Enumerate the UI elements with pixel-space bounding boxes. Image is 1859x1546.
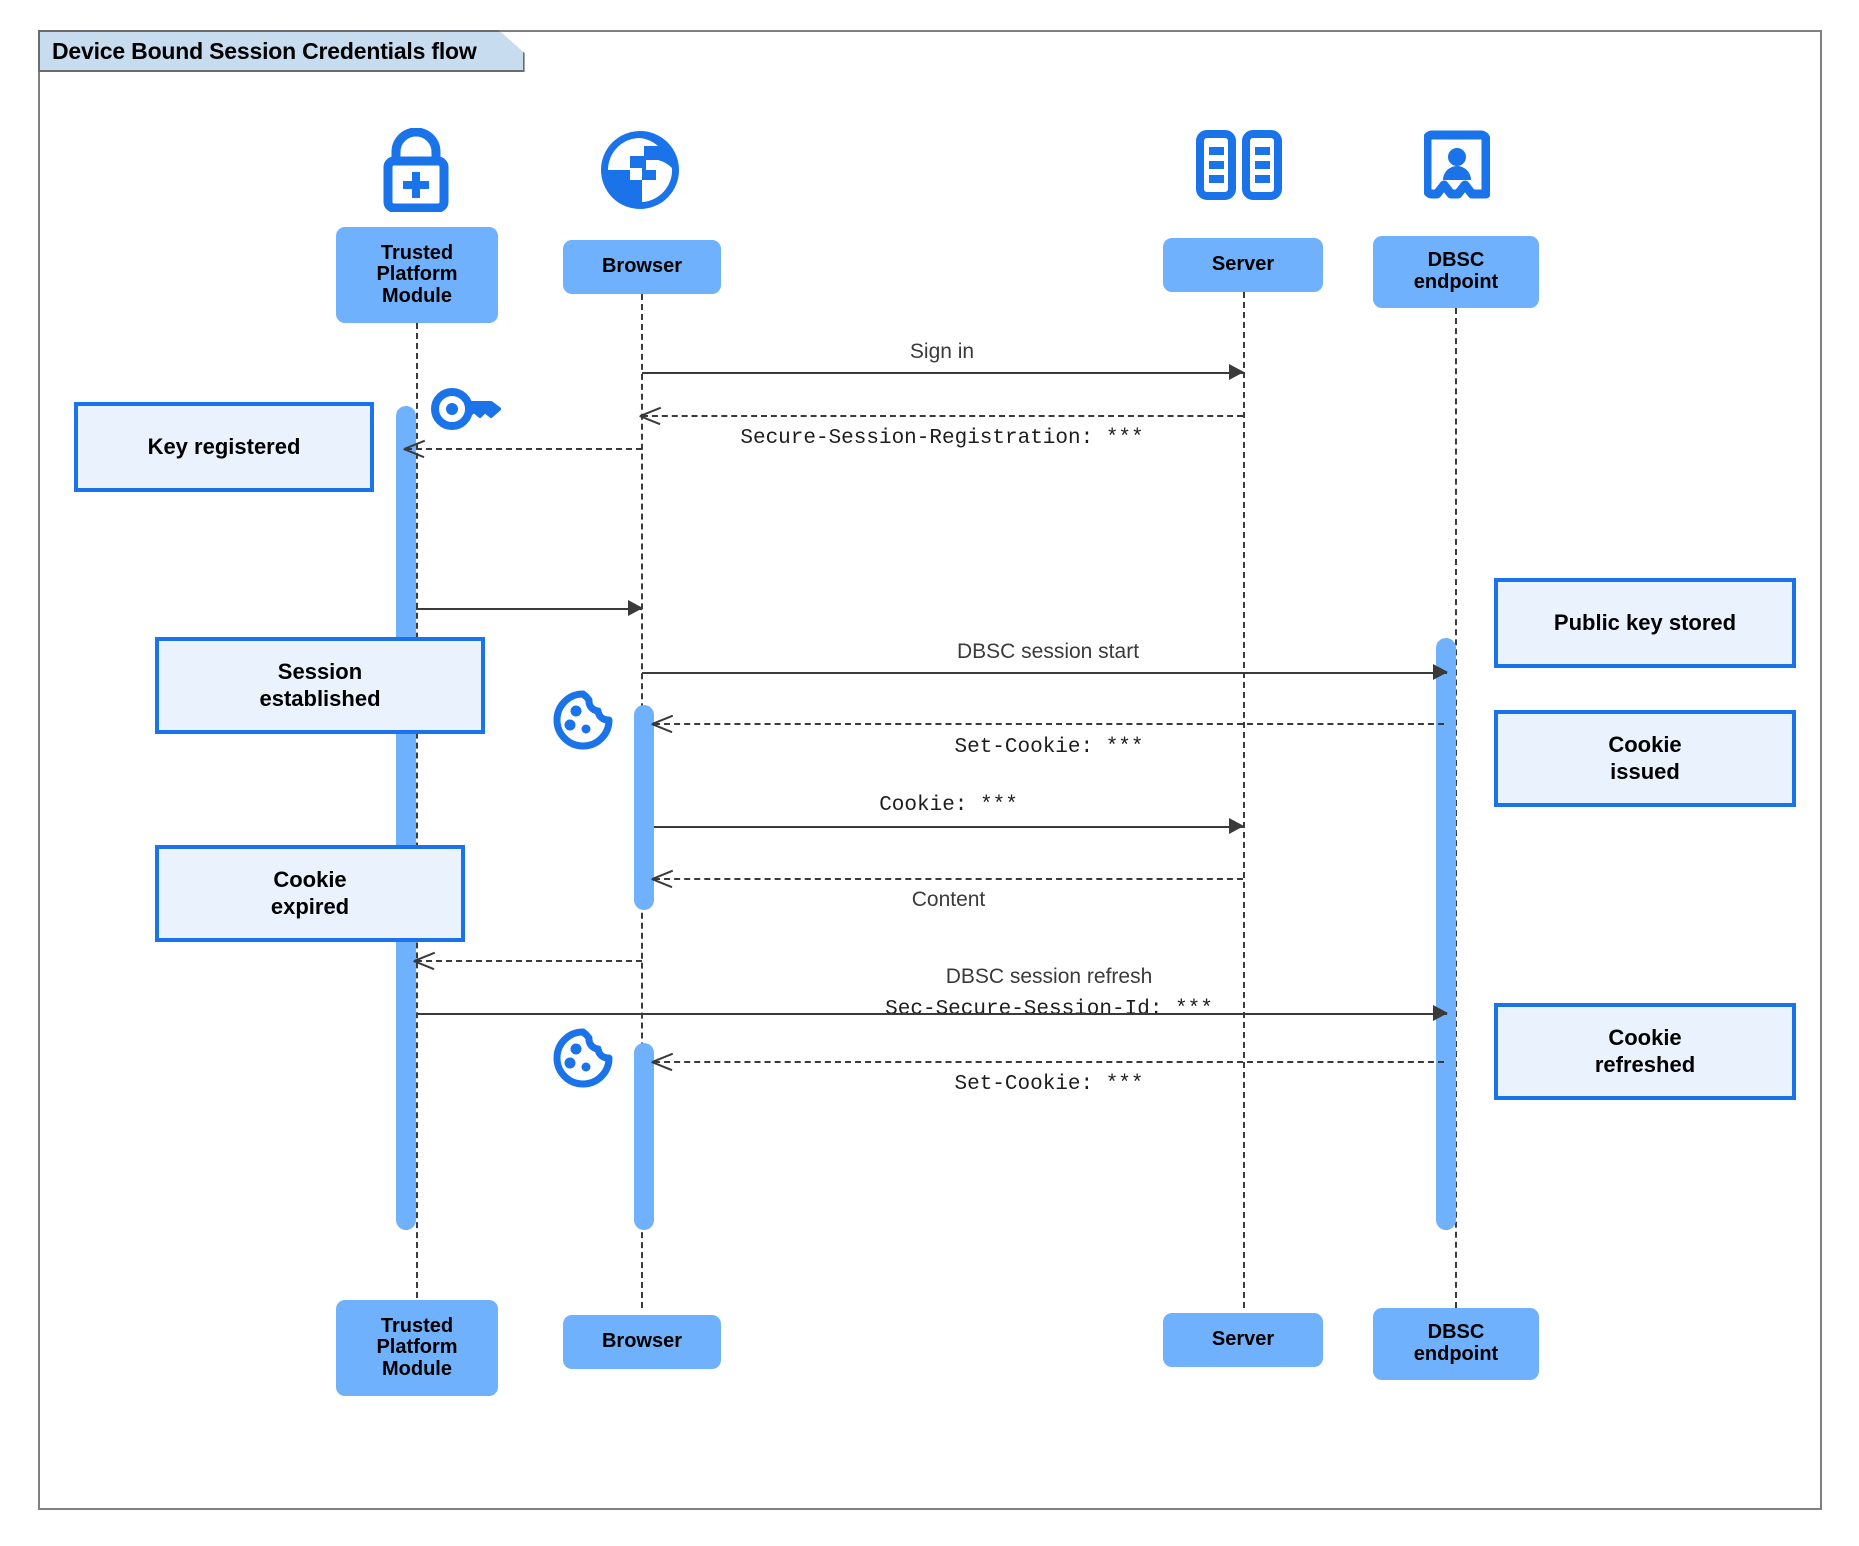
cookie-icon — [549, 688, 617, 757]
diagram-title-tab: Device Bound Session Credentials flow — [38, 30, 525, 72]
note-key-registered-text: Key registered — [147, 433, 301, 459]
note-key-registered: Key registered — [74, 402, 374, 492]
participant-tpm-bottom[interactable]: Trusted Platform Module — [336, 1300, 498, 1396]
participant-tpm-bottom-line3: Module — [382, 1357, 452, 1380]
note-cookie-issued-line1: Cookie — [1608, 731, 1682, 757]
message-label-sec-secure-session-id: Sec-Secure-Session-Id: *** — [885, 998, 1213, 1021]
message-label-sign-in: Sign in — [909, 340, 975, 363]
page-title: Device Bound Session Credentials flow — [52, 37, 477, 64]
participant-server-bottom-label: Server — [1211, 1328, 1275, 1351]
note-public-key-stored: Public key stored — [1494, 578, 1796, 668]
message-label-content: Content — [911, 888, 986, 911]
globe-icon — [600, 130, 680, 215]
note-cookie-refreshed-line1: Cookie — [1608, 1024, 1682, 1050]
note-cookie-issued: Cookie issued — [1494, 710, 1796, 807]
note-cookie-expired-line1: Cookie — [273, 866, 347, 892]
note-cookie-expired-line2: expired — [270, 893, 350, 919]
note-session-established-line2: established — [259, 685, 381, 711]
participant-tpm-top[interactable]: Trusted Platform Module — [336, 227, 498, 323]
note-cookie-issued-line2: issued — [1610, 758, 1680, 784]
participant-browser-bottom[interactable]: Browser — [563, 1315, 721, 1369]
cookie-icon — [549, 1026, 617, 1095]
participant-dbsc-top[interactable]: DBSC endpoint — [1373, 236, 1539, 308]
message-label-set-cookie-2: Set-Cookie: *** — [954, 1073, 1144, 1096]
note-session-established-line1: Session — [277, 658, 363, 684]
participant-dbsc-bottom[interactable]: DBSC endpoint — [1373, 1308, 1539, 1380]
participant-tpm-label-line1: Trusted — [380, 241, 454, 264]
participant-tpm-label-line2: Platform — [376, 263, 458, 286]
message-label-secure-session-registration: Secure-Session-Registration: *** — [740, 427, 1144, 450]
activation-bar-tpm — [396, 406, 416, 1230]
participant-server-top[interactable]: Server — [1163, 238, 1323, 292]
participant-tpm-bottom-line2: Platform — [376, 1336, 458, 1359]
participant-tpm-label-line3: Module — [382, 284, 452, 307]
activation-bar-dbsc — [1436, 638, 1456, 1230]
participant-browser-bottom-label: Browser — [601, 1330, 683, 1353]
key-icon — [430, 385, 508, 438]
message-label-dbsc-session-start: DBSC session start — [956, 640, 1140, 663]
participant-tpm-bottom-line1: Trusted — [380, 1314, 454, 1337]
padlock-plus-icon — [370, 127, 462, 217]
note-public-key-stored-text: Public key stored — [1553, 609, 1737, 635]
message-label-cookie: Cookie: *** — [879, 794, 1018, 817]
id-badge-icon — [1422, 130, 1491, 209]
participant-browser-top[interactable]: Browser — [563, 240, 721, 294]
lifeline-server — [1243, 292, 1245, 1308]
participant-dbsc-bottom-line1: DBSC — [1427, 1321, 1485, 1344]
participant-dbsc-label-line2: endpoint — [1413, 271, 1499, 293]
participant-dbsc-label-line1: DBSC — [1427, 249, 1485, 272]
participant-server-bottom[interactable]: Server — [1163, 1313, 1323, 1367]
note-cookie-refreshed: Cookie refreshed — [1494, 1003, 1796, 1100]
lifeline-dbsc — [1455, 308, 1457, 1308]
note-cookie-refreshed-line2: refreshed — [1594, 1051, 1696, 1077]
message-label-dbsc-session-refresh: DBSC session refresh — [945, 965, 1153, 988]
participant-dbsc-bottom-line2: endpoint — [1413, 1343, 1499, 1365]
activation-bar-browser-2 — [634, 1043, 654, 1230]
note-session-established: Session established — [155, 637, 485, 734]
activation-bar-browser-1 — [634, 705, 654, 910]
note-cookie-expired: Cookie expired — [155, 845, 465, 942]
lifeline-tpm — [416, 323, 418, 1308]
message-label-set-cookie-1: Set-Cookie: *** — [954, 736, 1144, 759]
server-rack-icon — [1196, 130, 1282, 205]
participant-server-label: Server — [1211, 253, 1275, 276]
participant-browser-label: Browser — [601, 255, 683, 278]
